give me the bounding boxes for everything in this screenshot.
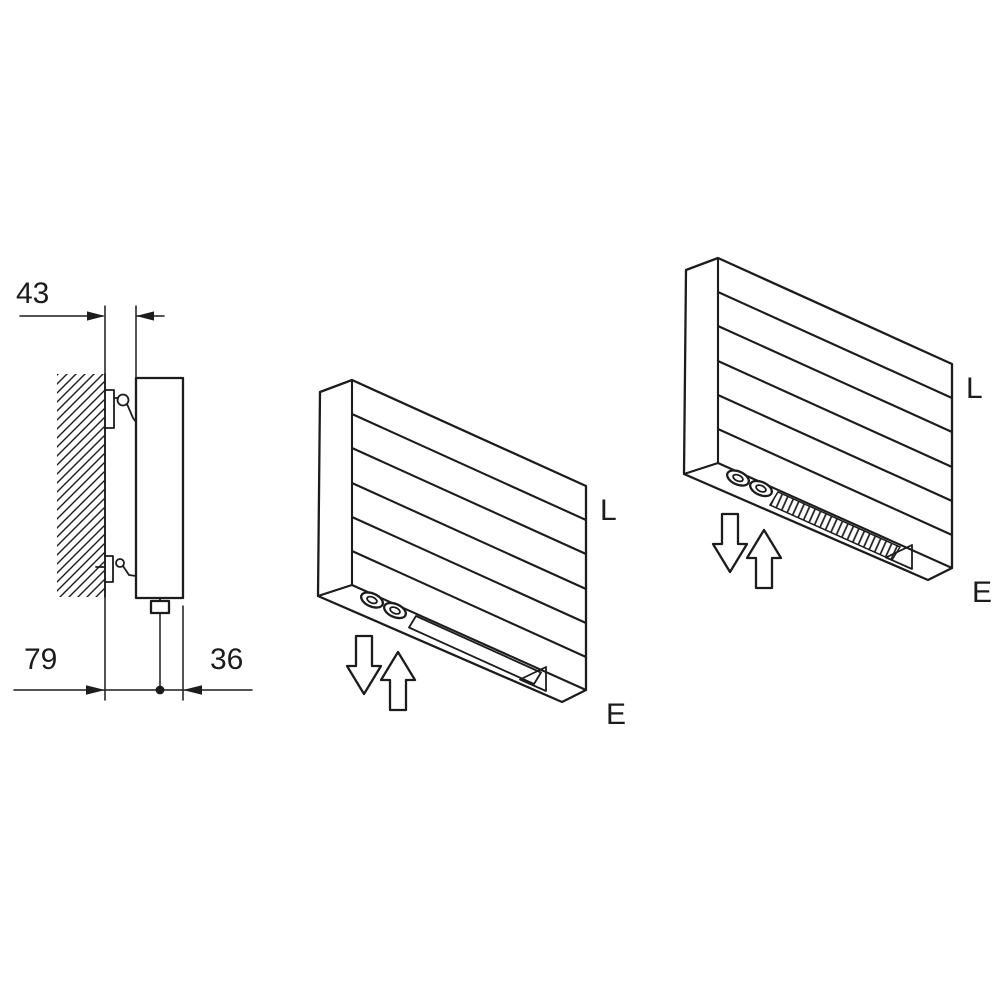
dim-label-36: 36 xyxy=(210,643,243,676)
wall-hatch xyxy=(57,374,105,597)
pipe-port xyxy=(360,591,384,609)
valve-body xyxy=(149,599,171,615)
dim-label-79: 79 xyxy=(24,643,57,676)
side-view: 43 79 36 xyxy=(13,277,253,701)
pipe-port xyxy=(383,601,407,620)
panel-profile xyxy=(134,376,185,600)
arrowhead-right-icon xyxy=(86,685,105,695)
pipe-port-bore xyxy=(732,473,744,483)
arrowhead-left-icon xyxy=(136,311,154,321)
slat-line xyxy=(350,481,588,591)
airflow-up-arrow-icon xyxy=(379,650,417,712)
bracket-hook xyxy=(116,393,130,407)
bracket-plate xyxy=(104,555,114,583)
airflow-up-arrow-icon xyxy=(745,528,783,590)
bracket-arm xyxy=(126,403,137,423)
pipe-port xyxy=(726,469,750,487)
slat-line xyxy=(716,359,954,469)
arrowhead-right-icon xyxy=(87,311,105,321)
dimension-wall-to-panel: 43 xyxy=(16,277,165,321)
air-slot xyxy=(408,615,542,685)
inlet-label: L xyxy=(600,494,617,527)
arrowhead-left-icon xyxy=(183,685,202,695)
slot-end-cap xyxy=(519,666,547,692)
slat-line xyxy=(350,549,588,659)
inlet-label: L xyxy=(966,372,983,405)
underside-left-edge xyxy=(682,461,720,476)
iso-view-open: L E xyxy=(316,378,626,731)
pipe-port-bore xyxy=(389,606,401,615)
airflow-down-arrow-icon xyxy=(711,512,749,574)
dim-label: 43 xyxy=(16,277,49,310)
valve-connection xyxy=(149,597,171,689)
pipe-connections xyxy=(360,591,407,620)
dimension-bottom: 79 36 xyxy=(13,605,253,701)
pipe-port-bore xyxy=(755,484,767,493)
pipe-port-bore xyxy=(366,595,378,605)
mounting-bracket-top xyxy=(104,389,137,429)
bracket-plate xyxy=(104,389,115,429)
slot-end-cap xyxy=(885,544,913,570)
airflow-down-arrow-icon xyxy=(345,634,383,696)
pipe-connections xyxy=(726,469,773,498)
slat-line xyxy=(350,412,588,522)
bracket-hook xyxy=(115,558,125,568)
iso-view-grille: L E xyxy=(682,256,992,609)
slat-line xyxy=(716,393,954,503)
mounting-bracket-bottom xyxy=(95,555,137,583)
underside-left-edge xyxy=(316,583,354,598)
dim-point xyxy=(155,685,165,695)
outlet-label: E xyxy=(606,698,626,731)
pipe-port xyxy=(749,479,773,498)
slat-line xyxy=(350,446,588,556)
slat-line xyxy=(716,290,954,400)
slat-line xyxy=(350,515,588,625)
bracket-arm xyxy=(122,565,137,577)
slat-line xyxy=(716,427,954,537)
outlet-label: E xyxy=(972,576,992,609)
slat-line xyxy=(716,324,954,434)
